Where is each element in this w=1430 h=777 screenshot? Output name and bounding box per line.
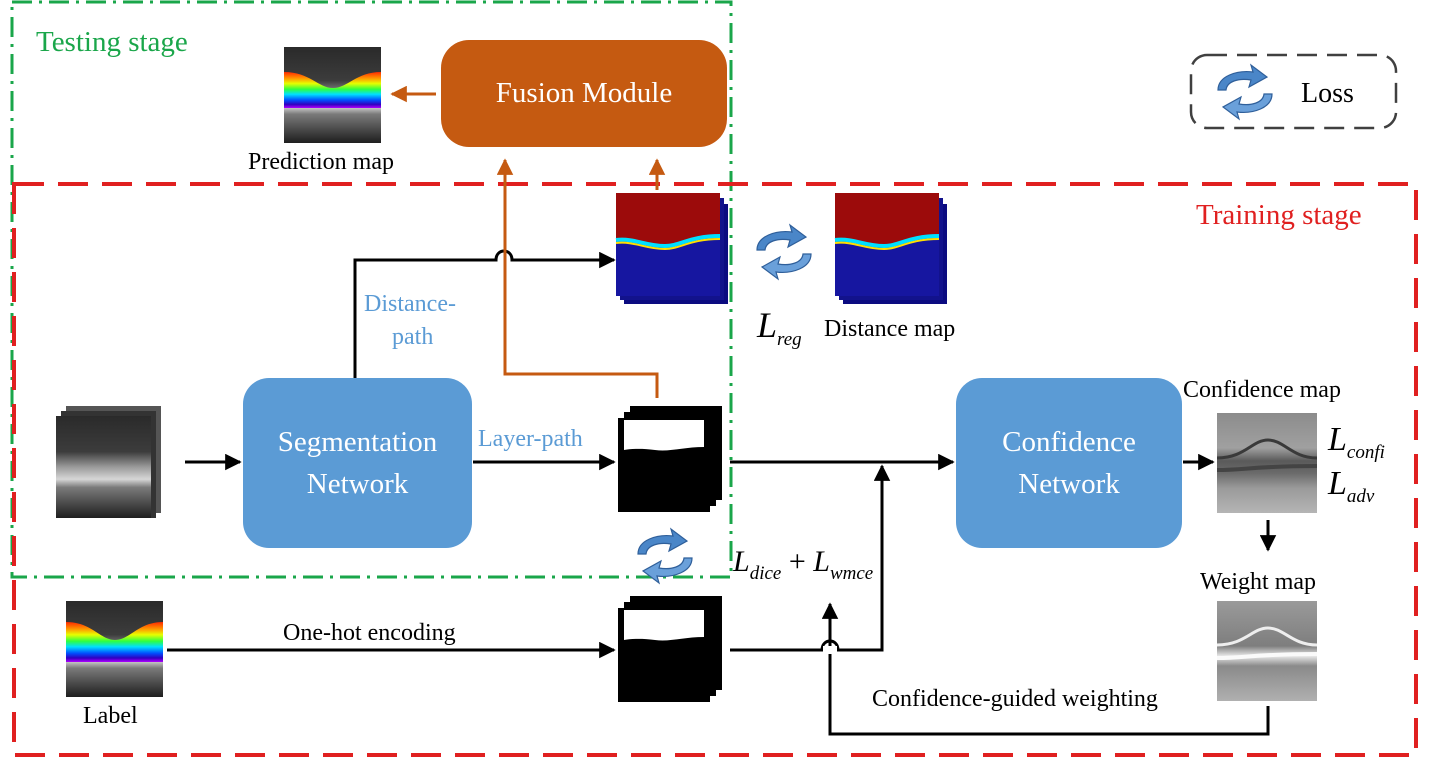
fusion-arrows xyxy=(390,85,666,398)
one-hot-mask-stack xyxy=(618,596,722,702)
fusion-module: Fusion Module xyxy=(441,40,727,147)
arrow-distance-path xyxy=(353,249,616,378)
input-oct-stack xyxy=(56,406,161,518)
loss-legend-box xyxy=(1189,53,1398,130)
label-image xyxy=(66,601,163,697)
fusion-module-label: Fusion Module xyxy=(495,77,673,110)
l-adv-math: Ladv xyxy=(1328,465,1375,507)
l-confi-math: Lconfi xyxy=(1328,421,1385,463)
l-reg-math: Lreg xyxy=(757,307,802,349)
l-adv-symbol: L xyxy=(1328,465,1347,502)
label-caption: Label xyxy=(83,703,138,729)
predicted-distance-map-stack xyxy=(615,193,728,304)
l-confi-symbol: L xyxy=(1328,421,1347,458)
weight-map-label: Weight map xyxy=(1200,569,1317,595)
confidence-network-label-2: Network xyxy=(1018,468,1120,500)
distance-path-label-2: path xyxy=(392,324,434,350)
arrow-onehot-to-confidence xyxy=(730,464,891,652)
line-hop-gap xyxy=(823,646,837,654)
l-wmce-symbol: L xyxy=(813,545,830,578)
arrow-confidence-guided-weighting xyxy=(821,602,1270,736)
confidence-map-label: Confidence map xyxy=(1183,377,1341,403)
one-hot-encoding-label: One-hot encoding xyxy=(283,620,456,646)
confidence-guided-weighting-label: Confidence-guided weighting xyxy=(872,686,1158,712)
distance-map-label: Distance map xyxy=(824,316,956,342)
l-confi-subscript: confi xyxy=(1346,442,1385,463)
line-hop xyxy=(820,639,840,651)
training-stage-label: Training stage xyxy=(1196,199,1362,231)
loss-cycle-icon xyxy=(756,224,812,280)
plus-sign: + xyxy=(788,545,806,578)
l-dice-subscript: dice xyxy=(749,563,782,584)
loss-legend-label: Loss xyxy=(1301,78,1354,109)
l-adv-subscript: adv xyxy=(1346,486,1375,507)
prediction-map-label: Prediction map xyxy=(248,149,394,175)
loss-cycle-icon xyxy=(1217,64,1273,120)
loss-cycle-icon xyxy=(637,528,693,584)
weight-map-image xyxy=(1216,601,1318,701)
layer-path-label: Layer-path xyxy=(478,426,583,452)
segmentation-network-label-2: Network xyxy=(306,468,409,500)
distance-map-stack xyxy=(834,193,947,304)
distance-path-label-1: Distance- xyxy=(364,291,456,317)
confidence-network-label-1: Confidence xyxy=(1002,425,1136,458)
l-reg-subscript: reg xyxy=(777,329,802,350)
l-wmce-subscript: wmce xyxy=(829,563,874,584)
confidence-network: Confidence Network xyxy=(956,378,1182,548)
prediction-map-image xyxy=(284,47,381,143)
l-dice-symbol: L xyxy=(733,545,750,578)
testing-stage-label: Testing stage xyxy=(36,26,188,58)
arrow-mask-to-fusion xyxy=(496,158,659,398)
l-reg-symbol: L xyxy=(757,305,778,345)
segmentation-network: Segmentation Network xyxy=(243,378,472,548)
segmentation-network-label-1: Segmentation xyxy=(277,425,438,458)
layer-mask-stack xyxy=(618,406,722,512)
l-dice-wmce-math: Ldice + Lwmce xyxy=(733,545,874,584)
training-stage-region xyxy=(12,182,1418,757)
confidence-map-image xyxy=(1216,413,1318,513)
